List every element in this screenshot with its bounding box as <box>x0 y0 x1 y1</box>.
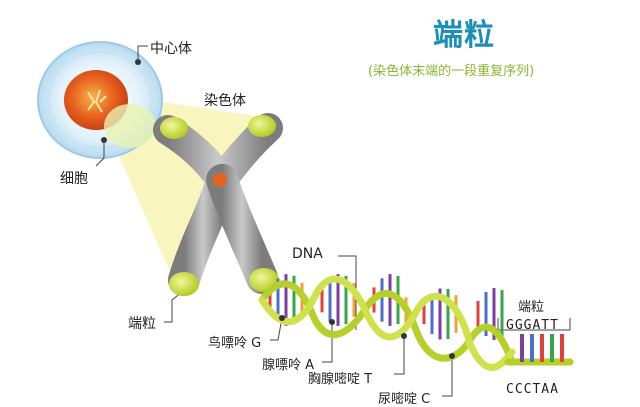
label-thymine: 胸腺嘧啶 T <box>308 372 373 387</box>
zoom-cone <box>112 100 258 290</box>
telomere-cap <box>160 117 188 139</box>
label-cytosine: 尿嘧啶 C <box>378 392 431 407</box>
dna-strand <box>258 275 516 371</box>
label-telomere-right: 端粒 <box>518 300 545 315</box>
label-chromosome: 染色体 <box>204 93 246 109</box>
label-guanine: 鸟嘌呤 G <box>208 336 262 351</box>
telomere-cap <box>169 272 199 296</box>
telomere-cap <box>248 115 276 137</box>
centromere <box>213 173 227 187</box>
label-cell: 细胞 <box>60 171 88 187</box>
sequence-bottom: CCCTAA <box>506 382 559 397</box>
page-title: 端粒 <box>433 18 495 53</box>
label-telomere-left: 端粒 <box>128 316 156 332</box>
page-subtitle: (染色体末端的一段重复序列) <box>368 64 535 79</box>
label-adenine: 腺嘌呤 A <box>262 358 315 373</box>
sequence-top: GGGATT <box>506 318 559 333</box>
chromosome <box>153 113 283 296</box>
label-centrosome: 中心体 <box>150 41 192 57</box>
dna-helix <box>258 274 574 371</box>
label-dna: DNA <box>292 246 323 262</box>
cell <box>37 41 163 159</box>
